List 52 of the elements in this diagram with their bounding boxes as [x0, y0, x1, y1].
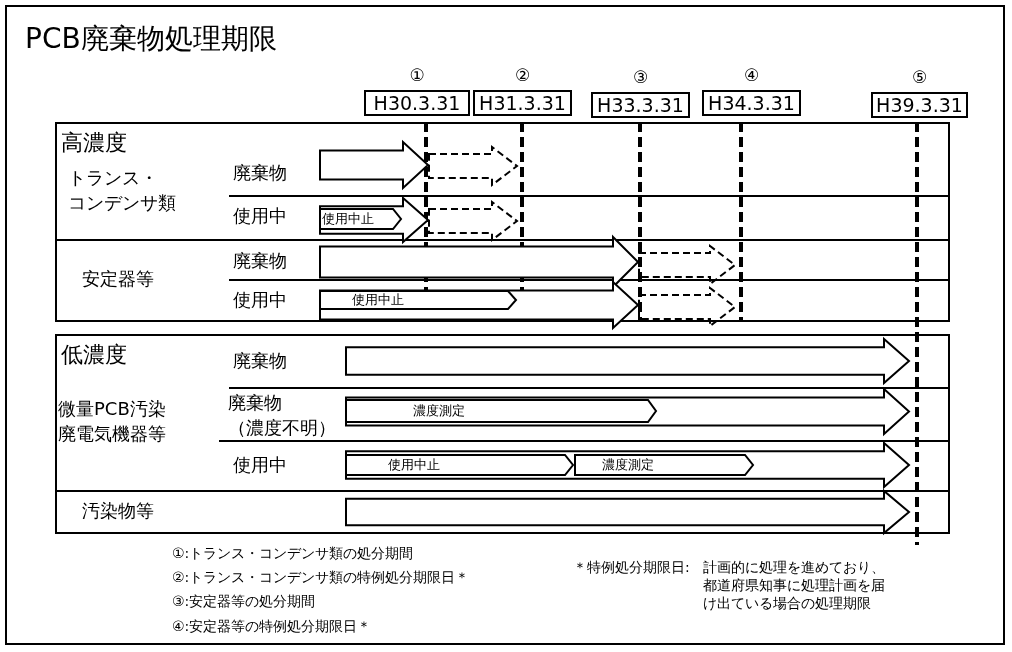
period-bar — [345, 388, 910, 435]
phase-label: 使用中止 — [351, 293, 406, 307]
category-label: トランス・コンデンサ類 — [68, 166, 177, 215]
deadline-number: ⑤ — [910, 68, 929, 86]
phase-bar — [345, 454, 574, 476]
category-label: 安定器等 — [82, 267, 154, 291]
phase-label: 使用中止 — [322, 212, 374, 226]
row-label: 使用中 — [233, 288, 287, 312]
deadline-date: H34.3.31 — [702, 90, 801, 116]
panel-heading: 高濃度 — [61, 130, 127, 156]
footnote-text: 計画的に処理を進めており、都道府県知事に処理計画を届け出ている場合の処理期限 — [703, 558, 885, 612]
deadline-number: ② — [513, 66, 532, 84]
period-bar — [319, 281, 639, 329]
category-label: 汚染物等 — [82, 499, 154, 523]
footnote-term: ＊特例処分期限日: — [573, 558, 690, 576]
panel-heading: 低濃度 — [61, 342, 127, 368]
phase-label: 使用中止 — [386, 458, 441, 472]
phase-bar — [319, 290, 517, 310]
period-bar — [345, 338, 910, 384]
deadline-date: H30.3.31 — [364, 90, 470, 116]
period-bar — [345, 442, 910, 488]
phase-bar — [345, 399, 657, 423]
phase-bar — [574, 454, 754, 476]
dashed-period-bar — [638, 245, 736, 285]
row-label: 廃棄物 — [233, 161, 287, 185]
footnote: ②:トランス・コンデンサ類の特例処分期限日＊ — [172, 568, 470, 586]
period-bar — [345, 490, 910, 534]
row-label: 廃棄物 — [233, 249, 287, 273]
deadline-number: ④ — [742, 66, 761, 84]
title: PCB廃棄物処理期限 — [25, 21, 277, 57]
footnote: ④:安定器等の特例処分期限日＊ — [172, 617, 372, 635]
footnote: ③:安定器等の処分期間 — [172, 592, 316, 610]
category-label: 微量PCB汚染廃電気機器等 — [58, 397, 167, 446]
dashed-period-bar — [428, 201, 518, 241]
deadline-date: H31.3.31 — [473, 90, 572, 116]
deadline-date: H33.3.31 — [591, 92, 690, 118]
deadline-date: H39.3.31 — [871, 92, 968, 118]
footnote: ①:トランス・コンデンサ類の処分期間 — [172, 544, 414, 562]
row-label: 廃棄物（濃度不明） — [228, 391, 337, 440]
dashed-period-bar — [428, 146, 518, 186]
phase-label: 濃度測定 — [601, 458, 655, 472]
row-label: 使用中 — [233, 453, 287, 477]
phase-label: 濃度測定 — [411, 404, 466, 418]
row-label: 廃棄物 — [233, 349, 287, 373]
deadline-number: ① — [408, 66, 426, 84]
deadline-number: ③ — [631, 68, 650, 86]
dashed-period-bar — [638, 287, 736, 327]
row-label: 使用中 — [233, 204, 287, 228]
period-bar — [319, 141, 429, 189]
category-panel — [55, 334, 950, 534]
phase-bar — [319, 208, 402, 230]
period-bar — [319, 197, 429, 243]
